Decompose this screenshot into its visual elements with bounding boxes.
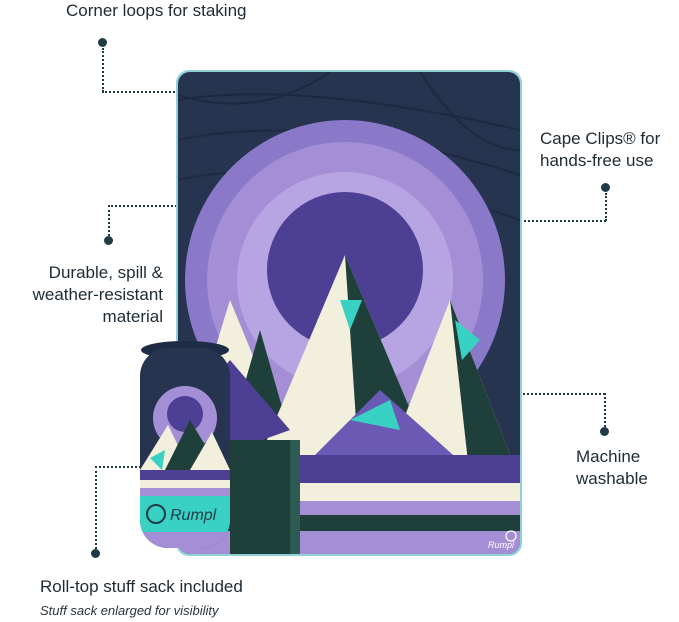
cape-clips-label: Cape Clips® for hands-free use — [540, 128, 660, 172]
blanket-logo-icon — [505, 530, 517, 542]
cape-clips-leader-h — [520, 220, 606, 222]
stripe-bottom-lavender — [178, 531, 520, 554]
cape-clips-line-2: hands-free use — [540, 151, 654, 170]
machine-line-1: Machine — [576, 447, 641, 466]
cape-clips-dot — [601, 183, 610, 192]
blanket: Rumpl — [176, 70, 522, 556]
stuff-sack-teal-band — [140, 496, 230, 532]
durable-leader-v — [108, 205, 110, 236]
stuff-sack-stripe-purple — [140, 470, 230, 480]
blanket-logo: Rumpl — [488, 540, 515, 550]
corner-loops-dot — [98, 38, 107, 47]
stuff-sack-sun — [167, 396, 203, 432]
durable-label: Durable, spill & weather-resistant mater… — [0, 262, 163, 328]
stuff-sack-note: Stuff sack enlarged for visibility — [40, 603, 219, 618]
stuff-sack-logo-text: Rumpl — [170, 507, 217, 524]
stuff-sack: Rumpl — [140, 341, 230, 548]
corner-loops-label: Corner loops for staking — [66, 1, 247, 20]
cape-clips-leader-v — [605, 193, 607, 221]
corner-loops-leader-h — [102, 91, 178, 93]
machine-washable-label: Machine washable — [576, 446, 648, 490]
machine-washable-dot — [600, 427, 609, 436]
stuff-sack-leader-h — [95, 466, 145, 468]
durable-line-3: material — [102, 307, 163, 326]
mountain-right-accent — [455, 320, 480, 360]
machine-washable-leader-v — [604, 393, 606, 427]
foothill-accent — [350, 400, 400, 430]
stuff-sack-accent — [150, 450, 165, 470]
stuff-sack-label: Roll-top stuff sack included — [40, 577, 243, 596]
stuff-sack-stripe-lavender — [140, 488, 230, 496]
cape-clips-line-1: Cape Clips® for — [540, 129, 661, 148]
stuff-sack-logo-icon — [146, 504, 166, 524]
durable-line-1: Durable, spill & — [48, 263, 163, 282]
stuff-sack-stripe-cream — [140, 480, 230, 488]
durable-dot — [104, 236, 113, 245]
folded-corner-edge — [290, 440, 300, 554]
stuff-sack-mountain-right — [190, 432, 230, 470]
corner-loops-leader-v — [102, 48, 104, 92]
stuff-sack-leader-v — [95, 466, 97, 549]
machine-line-2: washable — [576, 469, 648, 488]
foothill-center — [300, 390, 470, 470]
durable-leader-h — [108, 205, 180, 207]
stuff-sack-dot — [91, 549, 100, 558]
stuff-sack-bottom — [140, 532, 230, 548]
machine-washable-leader-h — [520, 393, 605, 395]
folded-corner — [230, 440, 300, 554]
durable-line-2: weather-resistant — [32, 285, 163, 304]
mountain-center-accent — [340, 300, 362, 330]
